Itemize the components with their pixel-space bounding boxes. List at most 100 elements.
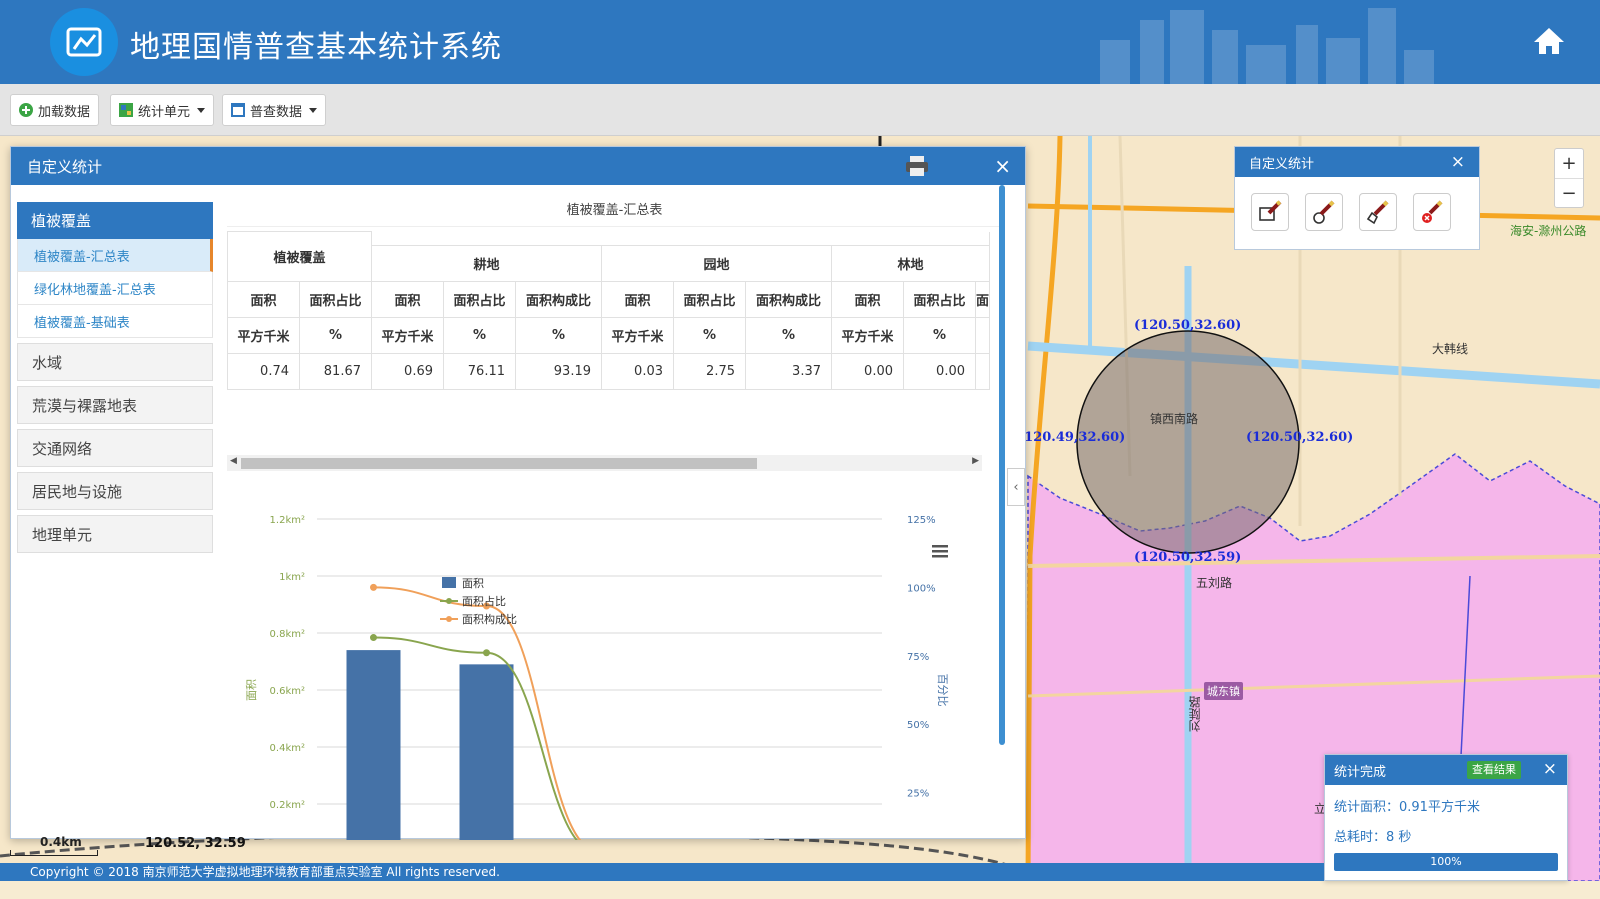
dialog-title: 自定义统计 xyxy=(27,157,103,176)
table-icon xyxy=(231,103,245,117)
zoom-in-button[interactable]: + xyxy=(1561,153,1577,174)
table-col-header: 面积占比 xyxy=(673,281,746,318)
legend-label: 面积 xyxy=(462,577,484,590)
collapse-panel-button[interactable]: ‹ xyxy=(1007,468,1025,506)
table-unit: 平方千米 xyxy=(601,317,674,354)
table-col-header: 面积构成比 xyxy=(515,281,602,318)
coord-label-bottom: (120.50,32.59) xyxy=(1134,550,1242,565)
load-data-label: 加载数据 xyxy=(38,104,91,120)
y2-tick-label: 25% xyxy=(907,789,929,800)
nav-cat-transport[interactable]: 交通网络 xyxy=(17,429,213,467)
legend-label: 面积构成比 xyxy=(462,612,517,626)
legend-swatch-point xyxy=(446,616,452,622)
summary-chart: 0.2km²0.4km²0.6km²0.8km²1km²1.2km²0%25%5… xyxy=(245,515,949,840)
table-cell: 76.11 xyxy=(443,353,516,390)
draw-polygon-icon xyxy=(1366,200,1389,225)
legend-swatch-point xyxy=(446,598,452,604)
census-data-label: 普查数据 xyxy=(250,104,303,120)
tool-panel-close-button[interactable]: × xyxy=(1450,152,1465,172)
draw-circle-icon xyxy=(1313,200,1335,224)
table-cell: 3.37 xyxy=(745,353,832,390)
nav-cat-geo-unit[interactable]: 地理单元 xyxy=(17,515,213,553)
chevron-down-icon xyxy=(309,107,318,113)
table-unit: % xyxy=(745,317,832,354)
table-subgroup: 园地 xyxy=(601,245,832,282)
plus-circle-icon xyxy=(19,103,33,117)
scroll-left-icon[interactable]: ◀ xyxy=(230,456,237,466)
nav-group-vegetation[interactable]: 植被覆盖 xyxy=(17,202,213,239)
draw-polygon-button[interactable] xyxy=(1359,193,1397,231)
scrollbar-thumb[interactable] xyxy=(241,458,757,469)
legend-label: 面积占比 xyxy=(462,594,506,608)
tool-panel-title: 自定义统计 xyxy=(1249,156,1315,172)
table-col-header: 面 xyxy=(974,281,991,318)
composition-line xyxy=(373,586,582,840)
table-horizontal-scrollbar[interactable]: ◀ ▶ xyxy=(227,455,982,471)
map-grid-icon xyxy=(119,103,133,117)
y-tick-label: 0.2km² xyxy=(270,800,305,811)
cursor-coordinates: 120.52, 32.59 xyxy=(145,836,246,851)
nav-cat-desert[interactable]: 荒漠与裸露地表 xyxy=(17,386,213,424)
app-header: 地理国情普查基本统计系统 xyxy=(0,0,1600,84)
y-tick-label: 0.4km² xyxy=(270,743,305,754)
share-line-point xyxy=(483,649,490,657)
load-data-button[interactable]: 加载数据 xyxy=(10,94,100,126)
chart-menu-icon xyxy=(932,550,948,553)
table-spacer xyxy=(370,231,991,246)
zoom-control: + − xyxy=(1554,148,1584,208)
stat-unit-dropdown[interactable]: 统计单元 xyxy=(110,94,215,126)
summary-table: 植被覆盖 耕地 园地 林地 面积 面积占比 面积 面积占比 面积构成比 面积 面… xyxy=(227,231,991,390)
nav-item-vegetation-summary[interactable]: 植被覆盖-汇总表 xyxy=(17,239,213,272)
share-line xyxy=(373,636,579,840)
table-subgroup: 耕地 xyxy=(371,245,602,282)
table-col-header: 面积 xyxy=(371,281,444,318)
view-result-button[interactable]: 查看结果 xyxy=(1467,761,1521,779)
draw-rectangle-button[interactable] xyxy=(1251,193,1289,231)
nav-item-vegetation-base[interactable]: 植被覆盖-基础表 xyxy=(17,305,213,338)
nav-item-greenland-summary[interactable]: 绿化林地覆盖-汇总表 xyxy=(17,272,213,305)
toast-close-button[interactable]: × xyxy=(1542,759,1557,779)
draw-rectangle-icon xyxy=(1259,200,1282,221)
table-unit: % xyxy=(299,317,372,354)
share-line-point xyxy=(370,634,377,642)
dialog-close-button[interactable]: × xyxy=(994,154,1011,178)
zoom-out-button[interactable]: − xyxy=(1555,178,1583,207)
draw-circle-button[interactable] xyxy=(1305,193,1343,231)
elapsed-time-text: 总耗时：8 秒 xyxy=(1334,830,1412,845)
road-label: 大韩线 xyxy=(1432,342,1469,356)
category-nav: 植被覆盖 植被覆盖-汇总表 绿化林地覆盖-汇总表 植被覆盖-基础表 水域 荒漠与… xyxy=(17,202,213,553)
home-button[interactable] xyxy=(1532,26,1566,56)
stat-unit-label: 统计单元 xyxy=(138,104,191,120)
coord-label-left: (120.49,32.60) xyxy=(1018,430,1126,445)
y2-tick-label: 100% xyxy=(907,583,936,594)
y2-tick-label: 125% xyxy=(907,515,936,526)
composition-line-point xyxy=(370,583,377,591)
y-axis-title: 面积 xyxy=(245,679,258,701)
print-icon[interactable] xyxy=(905,155,929,177)
table-unit: % xyxy=(515,317,602,354)
app-logo xyxy=(50,8,118,76)
scroll-right-icon[interactable]: ▶ xyxy=(972,456,979,466)
table-cell: 0.69 xyxy=(371,353,444,390)
app-title: 地理国情普查基本统计系统 xyxy=(130,30,502,65)
main-toolbar: 加载数据 统计单元 普查数据 xyxy=(0,84,1600,136)
nav-cat-residential[interactable]: 居民地与设施 xyxy=(17,472,213,510)
stat-content: 植被覆盖-汇总表 植被覆盖 耕地 园地 林地 面积 面积占比 面积 面积占比 面… xyxy=(227,185,1002,840)
coord-label-right: (120.50,32.60) xyxy=(1246,430,1354,445)
dialog-vertical-scrollbar[interactable] xyxy=(999,185,1005,745)
table-col-header: 面积 xyxy=(831,281,904,318)
nav-cat-water[interactable]: 水域 xyxy=(17,343,213,381)
scale-bar xyxy=(10,850,98,856)
home-icon xyxy=(1534,28,1564,54)
clear-drawing-button[interactable] xyxy=(1413,193,1451,231)
clear-drawing-icon xyxy=(1422,200,1443,223)
table-cell: 0.00 xyxy=(831,353,904,390)
table-unit: % xyxy=(673,317,746,354)
stat-complete-toast: 统计完成 查看结果 × 统计面积：0.91平方千米 总耗时：8 秒 100% xyxy=(1324,754,1568,881)
footer-copyright: Copyright © 2018 南京师范大学虚拟地理环境教育部重点实验室 Al… xyxy=(0,863,1324,881)
census-data-dropdown[interactable]: 普查数据 xyxy=(222,94,327,126)
table-subgroup: 林地 xyxy=(830,245,991,282)
skyline-decoration xyxy=(1100,8,1434,84)
table-cell: 2.75 xyxy=(673,353,746,390)
road-label: 海安-滁州公路 xyxy=(1510,224,1587,238)
